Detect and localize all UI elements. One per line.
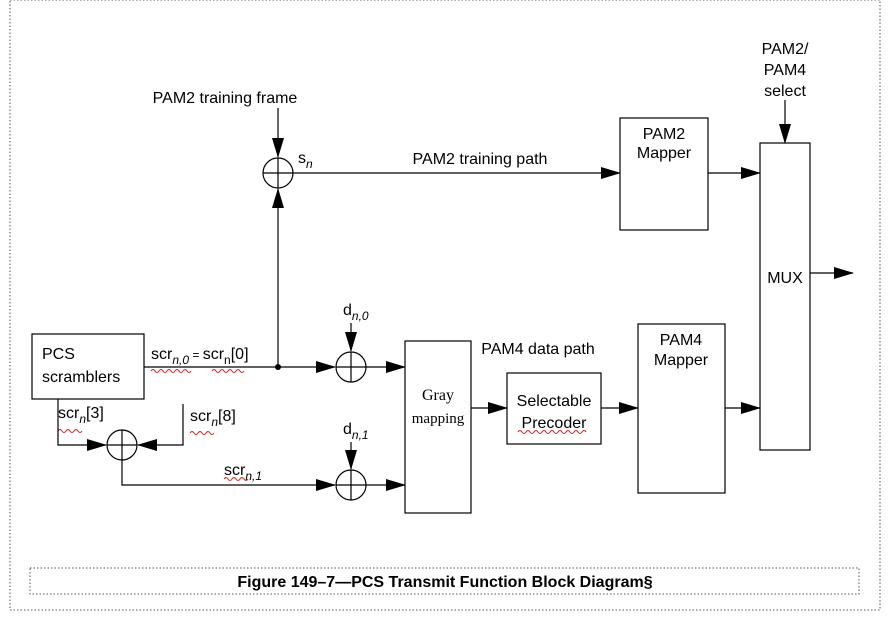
mux-block bbox=[759, 142, 811, 451]
adder-sn bbox=[262, 157, 294, 189]
adder-xor bbox=[106, 429, 138, 461]
select-label-line2: PAM4 bbox=[764, 62, 806, 79]
scr0-label: scrn,0 = scrn[0] bbox=[151, 346, 249, 367]
spell-underline-5 bbox=[223, 477, 249, 481]
scr3-to-xor-arrow bbox=[57, 399, 107, 451]
pam4-mapper-line1: PAM4 bbox=[660, 332, 702, 349]
scr8-to-xor-arrow bbox=[137, 404, 184, 451]
d0-label: dn,0 bbox=[343, 302, 369, 323]
d1-label: dn,1 bbox=[343, 421, 369, 442]
gray-mapping-line1: Gray bbox=[422, 387, 454, 404]
mux-label: MUX bbox=[767, 270, 803, 287]
pam4-mapper-block bbox=[637, 323, 726, 494]
scr8-label: scrn[8] bbox=[190, 408, 236, 429]
junction-dot bbox=[275, 364, 281, 370]
pam2-mapper-block bbox=[619, 117, 709, 231]
caption-frame bbox=[29, 567, 860, 595]
pam4-data-path-label: PAM4 data path bbox=[481, 341, 595, 358]
pcs-scramblers-line1: PCS bbox=[42, 346, 75, 363]
pcs-scramblers-line2: scramblers bbox=[42, 369, 120, 386]
precoder-line2: Precoder bbox=[522, 415, 588, 432]
spell-underline-4 bbox=[189, 431, 215, 435]
scr1-label: scrn,1 bbox=[224, 462, 262, 483]
scr3-label: scrn[3] bbox=[58, 405, 104, 426]
pam4-mapper-line2: Mapper bbox=[654, 352, 709, 369]
pam2-training-frame-label: PAM2 training frame bbox=[153, 90, 298, 107]
select-label-line1: PAM2/ bbox=[762, 41, 809, 58]
spell-underline-2 bbox=[211, 369, 245, 373]
figure-caption: Figure 149–7—PCS Transmit Function Block… bbox=[237, 574, 652, 591]
gray-mapping-line2: mapping bbox=[412, 411, 465, 427]
precoder-line1: Selectable bbox=[517, 393, 592, 410]
outer-frame bbox=[9, 0, 881, 611]
pam2-training-path-label: PAM2 training path bbox=[413, 151, 548, 168]
adder-d1 bbox=[335, 469, 367, 501]
scr1-to-d1-adder-arrow bbox=[121, 460, 336, 491]
spell-underline-1 bbox=[150, 369, 192, 373]
gray-mapping-block bbox=[404, 340, 472, 514]
adder-d0 bbox=[335, 351, 367, 383]
pam2-mapper-line2: Mapper bbox=[637, 145, 692, 162]
sn-label: sn bbox=[298, 150, 313, 171]
select-label-line3: select bbox=[764, 83, 806, 100]
pcs-scramblers-block bbox=[31, 333, 145, 400]
spell-underline-6 bbox=[517, 430, 587, 434]
pam2-mapper-line1: PAM2 bbox=[643, 126, 685, 143]
spell-underline-3 bbox=[57, 429, 83, 433]
